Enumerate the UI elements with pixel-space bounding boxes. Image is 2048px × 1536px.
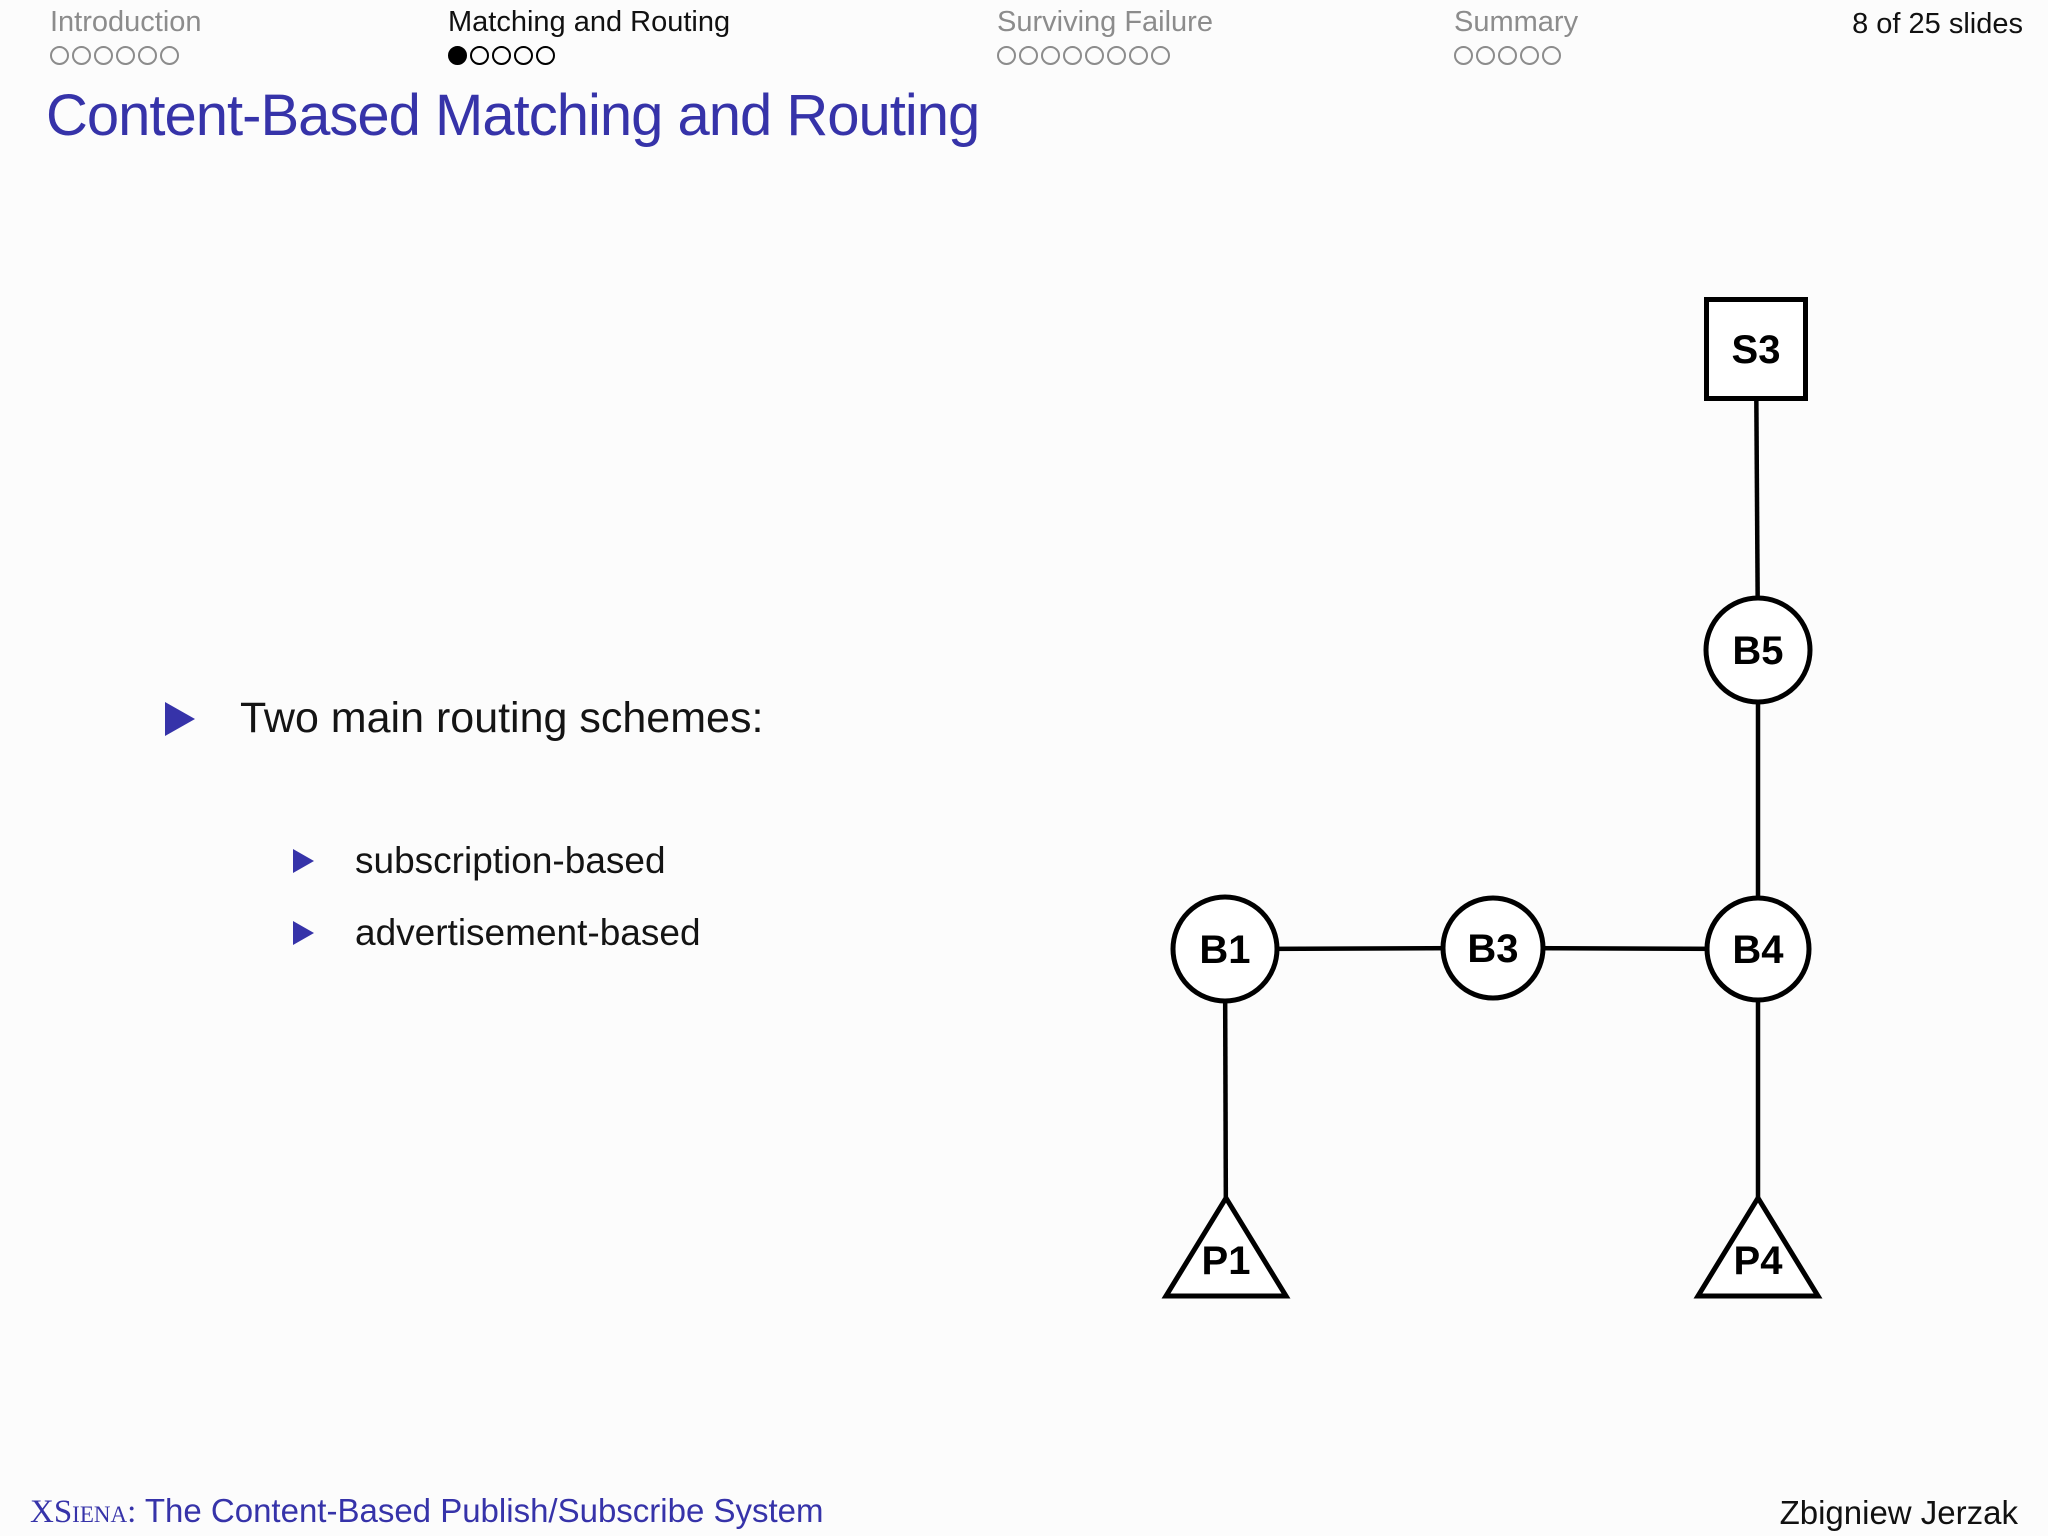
bullet-item-advertisement-based: advertisement-based: [293, 912, 701, 954]
slide-counter: 8 of 25 slides: [1852, 8, 2023, 40]
node-B3: [1440, 895, 1546, 1001]
progress-dot[interactable]: [997, 46, 1016, 65]
progress-dot[interactable]: [1041, 46, 1060, 65]
nav-progress-dots: [50, 46, 202, 65]
footer-author: Zbigniew Jerzak: [1779, 1494, 2018, 1531]
progress-dot[interactable]: [470, 46, 489, 65]
nav-section-matching-and-routing[interactable]: Matching and Routing: [448, 6, 730, 65]
progress-dot[interactable]: [1085, 46, 1104, 65]
node-label-B4: B4: [1732, 928, 1784, 972]
slide-title: Content-Based Matching and Routing: [46, 83, 980, 148]
progress-dot[interactable]: [116, 46, 135, 65]
bullet-text: Two main routing schemes:: [240, 694, 764, 742]
progress-dot[interactable]: [1454, 46, 1473, 65]
node-label-S3: S3: [1732, 328, 1781, 372]
bullet-text: subscription-based: [355, 840, 666, 881]
nav-progress-dots: [1454, 46, 1578, 65]
progress-dot[interactable]: [1498, 46, 1517, 65]
node-B1: [1170, 894, 1280, 1004]
progress-dot[interactable]: [1063, 46, 1082, 65]
nav-section-label[interactable]: Summary: [1454, 6, 1579, 38]
progress-dot[interactable]: [160, 46, 179, 65]
nav-section-label[interactable]: Matching and Routing: [448, 6, 731, 38]
nav-progress-dots: [448, 46, 730, 65]
nav-section-surviving-failure[interactable]: Surviving Failure: [997, 6, 1213, 65]
nav-section-summary[interactable]: Summary: [1454, 6, 1578, 65]
bullet-item-main: Two main routing schemes:: [165, 694, 763, 743]
progress-dot[interactable]: [1476, 46, 1495, 65]
nav-progress-dots: [997, 46, 1213, 65]
node-label-P4: P4: [1734, 1239, 1784, 1283]
bullet-text: advertisement-based: [355, 912, 701, 953]
progress-dot[interactable]: [1151, 46, 1170, 65]
footer-brand: XSiena:: [30, 1494, 137, 1530]
node-label-B3: B3: [1467, 927, 1518, 971]
footer-subtitle: The Content-Based Publish/Subscribe Syst…: [136, 1492, 824, 1529]
progress-dot[interactable]: [1129, 46, 1148, 65]
node-label-B5: B5: [1732, 629, 1783, 673]
bullet-triangle-icon: [293, 921, 314, 945]
nav-section-introduction[interactable]: Introduction: [50, 6, 202, 65]
nav-section-label[interactable]: Introduction: [50, 6, 202, 38]
node-P4: [1693, 1193, 1823, 1299]
node-S3: [1704, 297, 1808, 401]
node-B4: [1704, 895, 1812, 1003]
progress-dot[interactable]: [514, 46, 533, 65]
bullet-triangle-icon: [165, 701, 195, 736]
node-label-B1: B1: [1199, 928, 1250, 972]
progress-dot[interactable]: [492, 46, 511, 65]
nav-section-label[interactable]: Surviving Failure: [997, 6, 1213, 38]
progress-dot[interactable]: [138, 46, 157, 65]
progress-dot[interactable]: [94, 46, 113, 65]
bullet-item-subscription-based: subscription-based: [293, 840, 666, 882]
progress-dot[interactable]: [448, 46, 467, 65]
progress-dot[interactable]: [1107, 46, 1126, 65]
node-B5: [1703, 595, 1813, 705]
node-label-P1: P1: [1202, 1239, 1251, 1283]
bullet-triangle-icon: [293, 849, 314, 873]
progress-dot[interactable]: [1542, 46, 1561, 65]
progress-dot[interactable]: [72, 46, 91, 65]
progress-dot[interactable]: [50, 46, 69, 65]
footer-title: XSiena: The Content-Based Publish/Subscr…: [30, 1492, 824, 1531]
progress-dot[interactable]: [1520, 46, 1539, 65]
node-P1: [1161, 1193, 1291, 1299]
progress-dot[interactable]: [1019, 46, 1038, 65]
progress-dot[interactable]: [536, 46, 555, 65]
